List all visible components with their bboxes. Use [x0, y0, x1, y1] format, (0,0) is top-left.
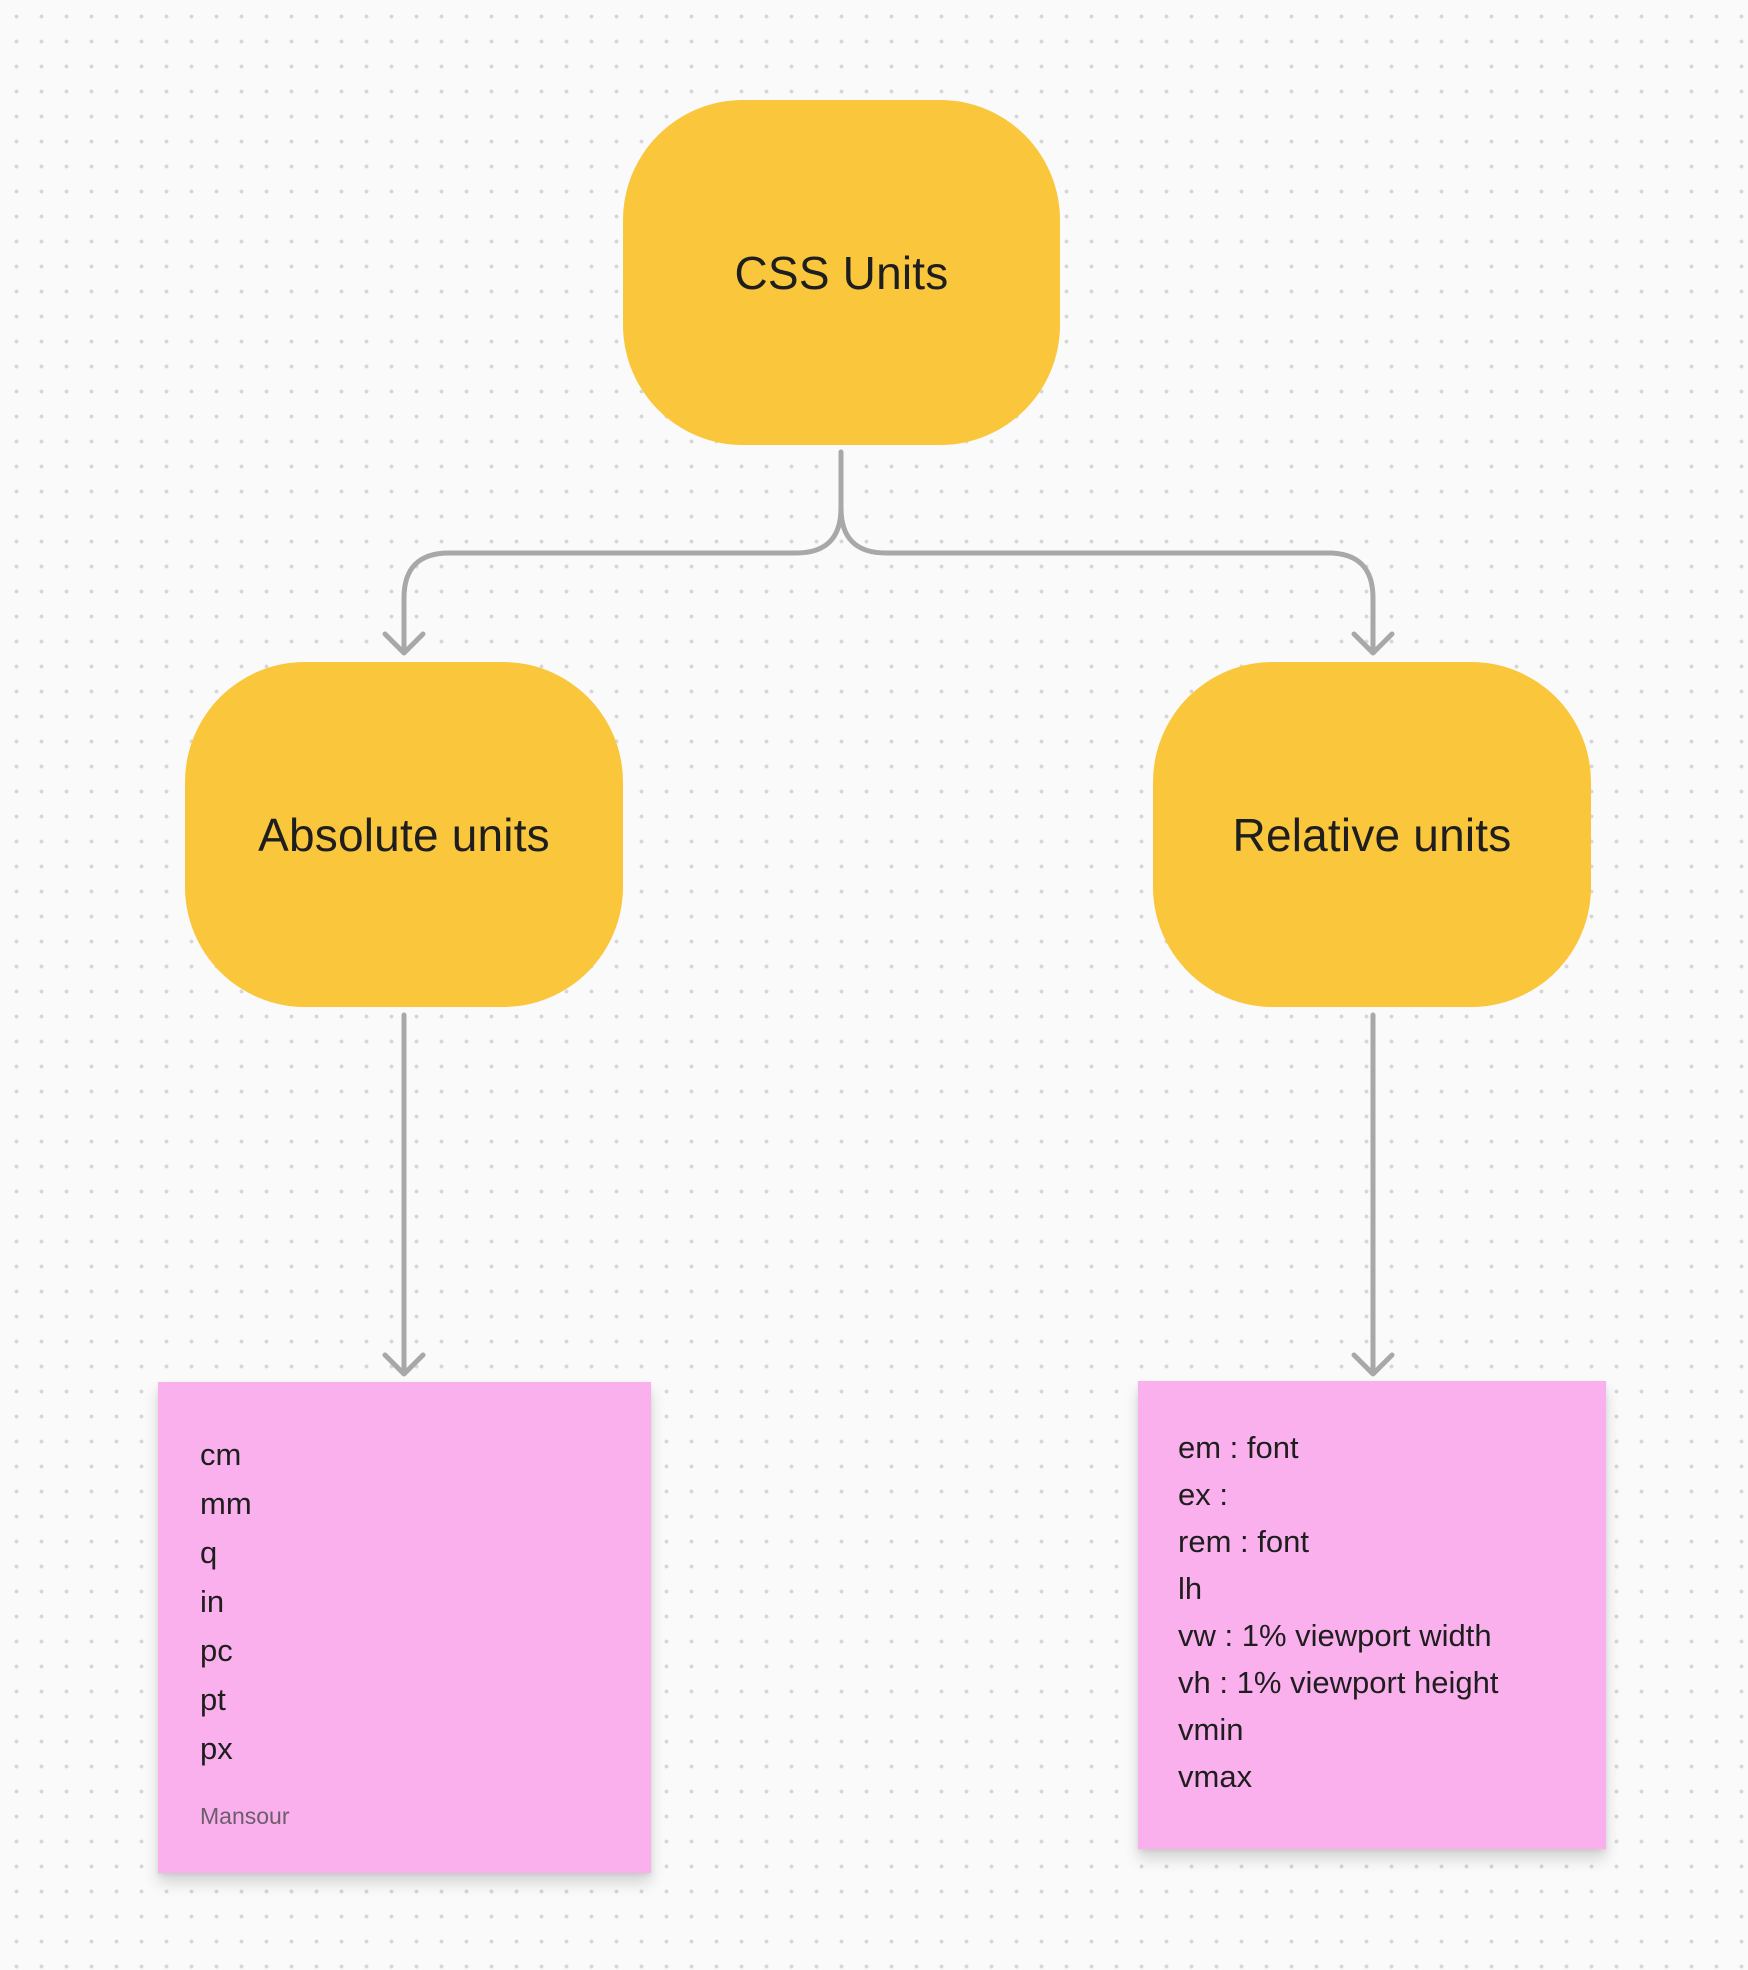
list-item: cm: [200, 1437, 242, 1472]
list-item: rem : font: [1178, 1524, 1309, 1559]
relative-units-list: em : font ex : rem : font lh vw : 1% vie…: [1178, 1424, 1499, 1800]
arrowhead-absolute-sticky: [382, 1352, 426, 1377]
node-css-units[interactable]: CSS Units: [623, 100, 1060, 445]
sticky-author: Mansour: [200, 1803, 290, 1829]
list-item: vmax: [1178, 1759, 1253, 1794]
arrowhead-relative: [1351, 631, 1395, 656]
arrowhead-absolute: [382, 631, 426, 656]
list-item: pc: [200, 1633, 233, 1668]
list-item: ex :: [1178, 1477, 1228, 1512]
arrowhead-relative-sticky: [1351, 1352, 1395, 1377]
absolute-units-list: cm mm q in pc pt px: [200, 1430, 252, 1773]
node-absolute-units[interactable]: Absolute units: [185, 662, 623, 1007]
node-css-units-label: CSS Units: [734, 246, 949, 299]
list-item: vh : 1% viewport height: [1178, 1665, 1499, 1700]
node-relative-units[interactable]: Relative units: [1153, 662, 1591, 1007]
list-item: lh: [1178, 1571, 1203, 1606]
list-item: vw : 1% viewport width: [1178, 1618, 1492, 1653]
list-item: q: [200, 1535, 218, 1570]
absolute-units-sticky-note[interactable]: cm mm q in pc pt px Mansour: [158, 1382, 651, 1873]
connector-root-to-absolute[interactable]: [401, 449, 844, 654]
list-item: vmin: [1178, 1712, 1244, 1747]
list-item: em : font: [1178, 1430, 1299, 1465]
list-item: px: [200, 1731, 233, 1766]
list-item: mm: [200, 1486, 252, 1521]
node-absolute-units-label: Absolute units: [258, 808, 550, 861]
relative-units-sticky-note[interactable]: em : font ex : rem : font lh vw : 1% vie…: [1138, 1381, 1606, 1849]
connector-root-to-relative[interactable]: [838, 505, 1376, 654]
list-item: in: [200, 1584, 225, 1619]
list-item: pt: [200, 1682, 226, 1717]
node-relative-units-label: Relative units: [1232, 808, 1512, 861]
